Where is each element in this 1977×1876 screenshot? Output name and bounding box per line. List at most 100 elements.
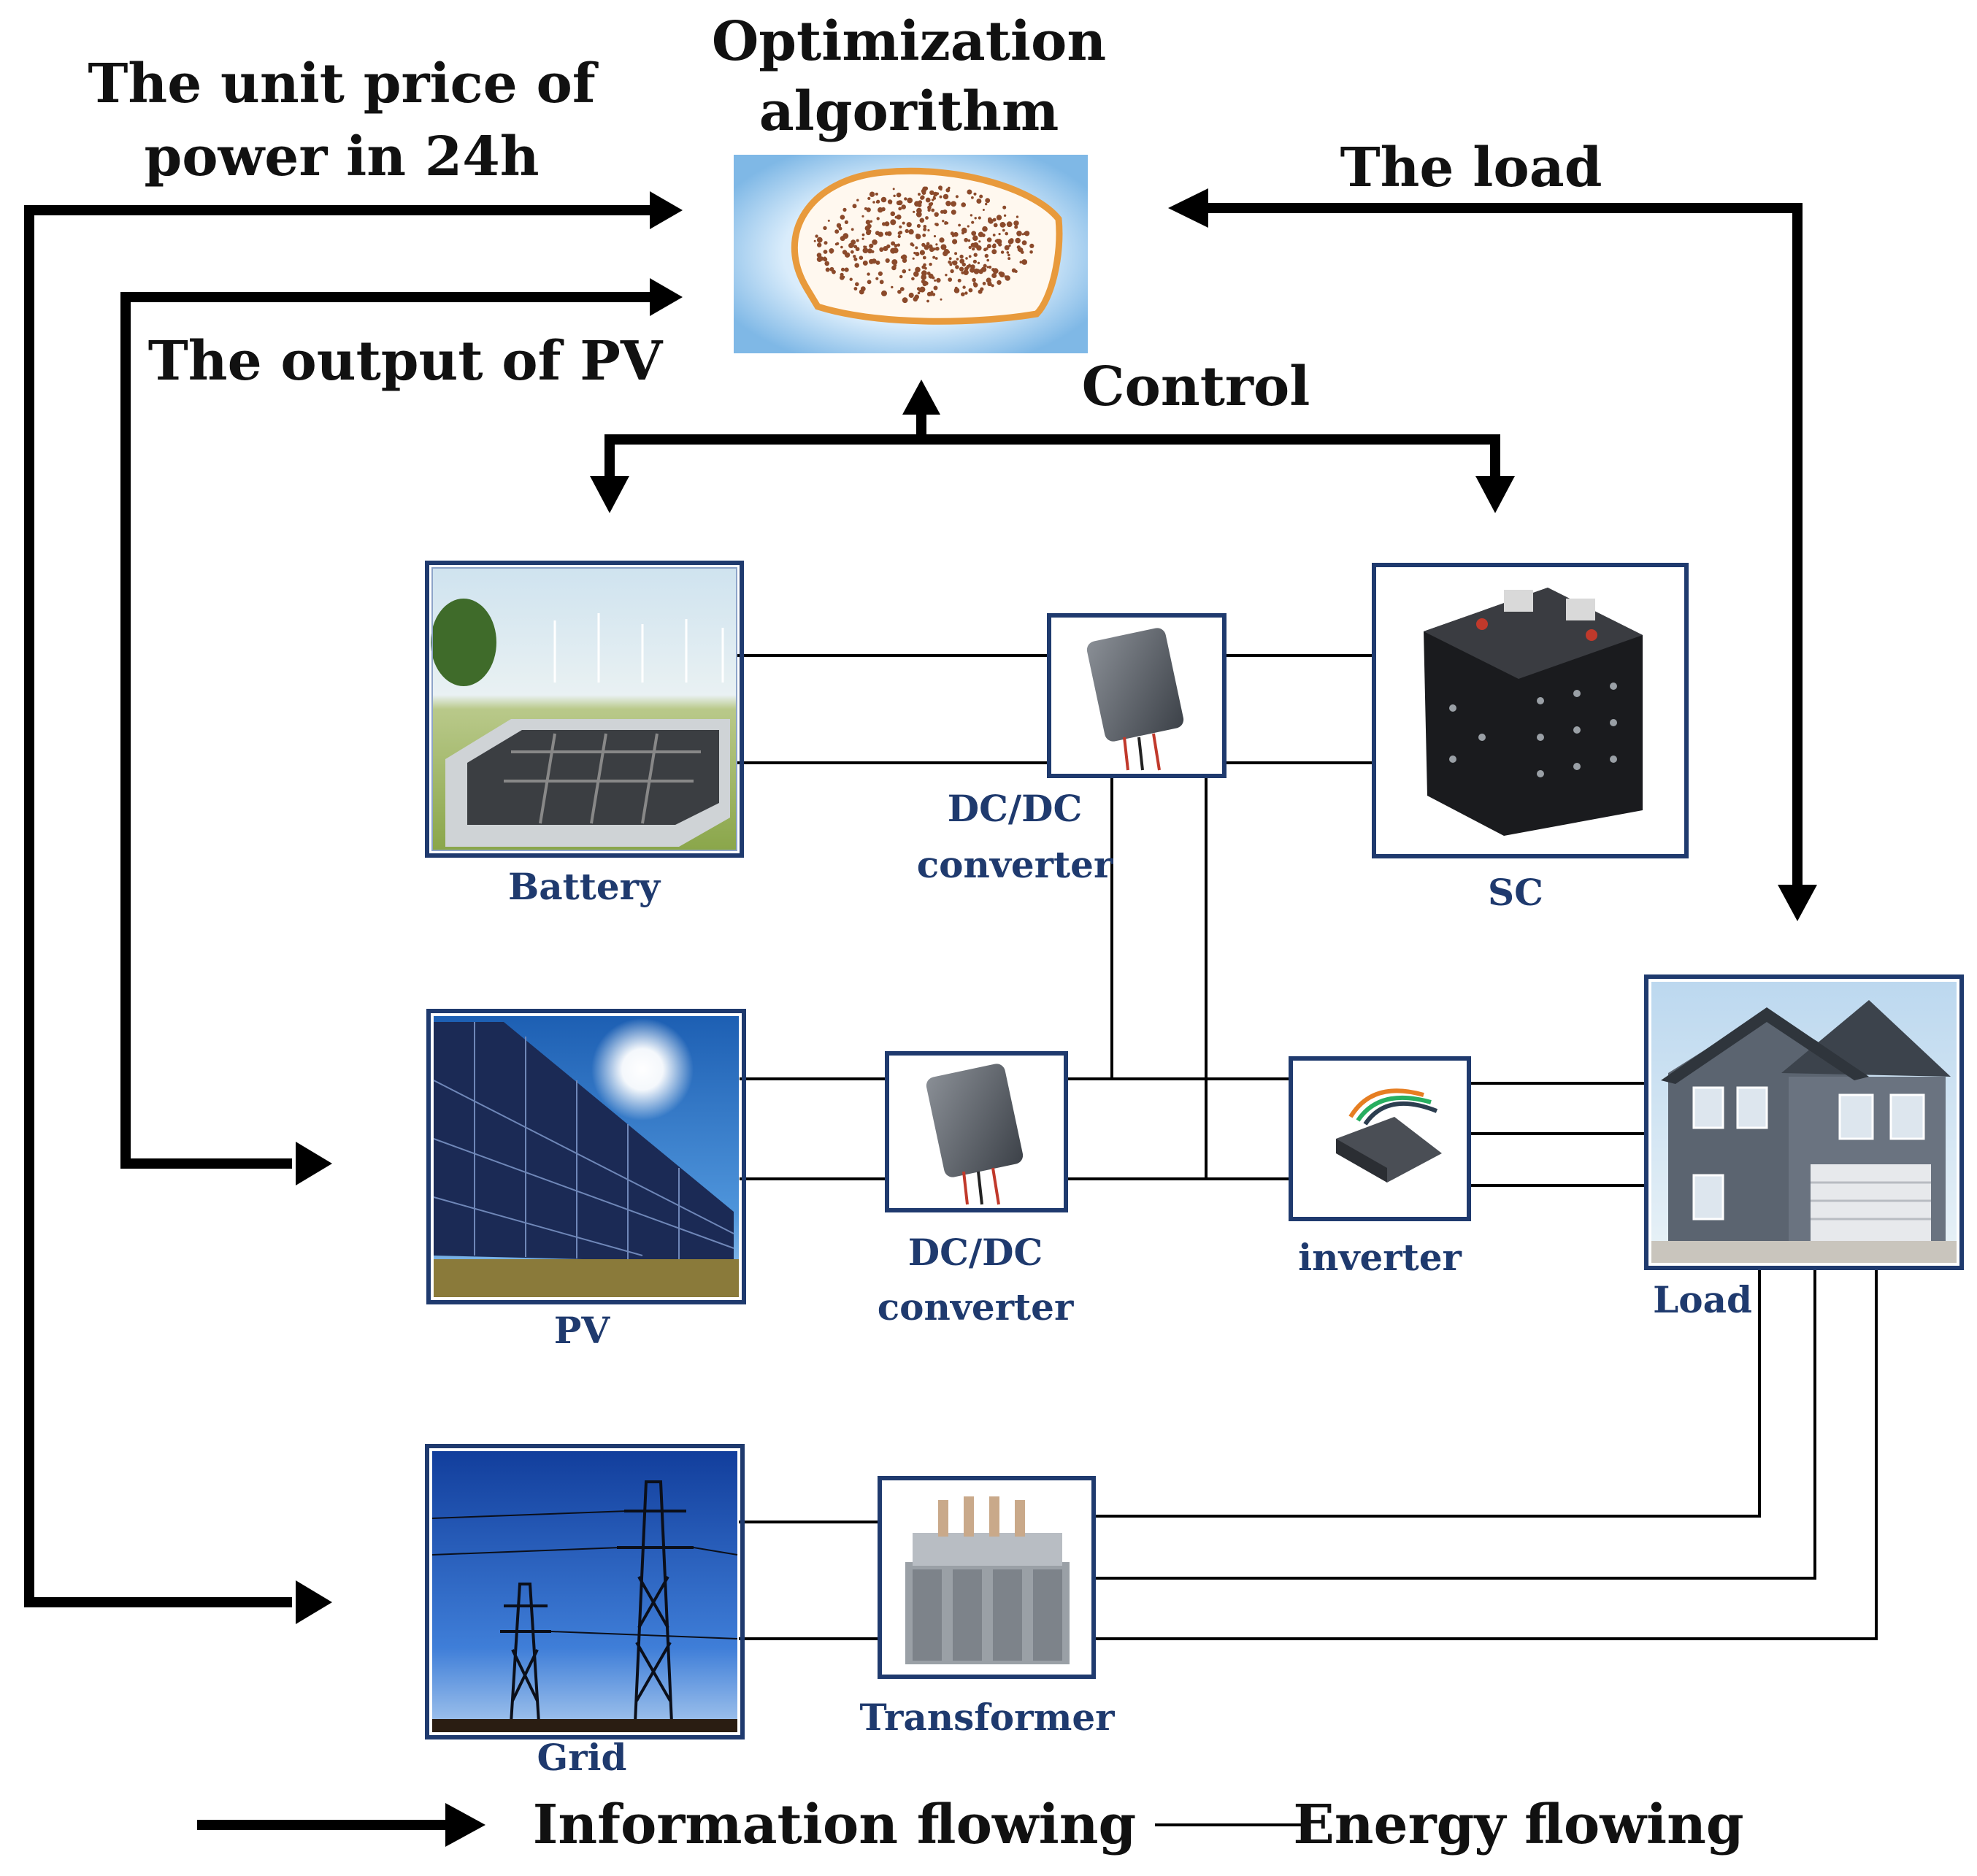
scatter-point [999, 272, 1005, 278]
scatter-point [836, 223, 842, 228]
scatter-point [996, 239, 999, 242]
scatter-point [856, 199, 859, 201]
scatter-point [840, 275, 845, 280]
scatter-point [924, 245, 929, 250]
scatter-point [907, 197, 913, 204]
scatter-point [968, 288, 973, 293]
scatter-point [959, 254, 964, 259]
scatter-point [991, 273, 997, 278]
scatter-point [979, 194, 983, 199]
scatter-point [875, 277, 879, 280]
scatter-point [879, 280, 884, 285]
scatter-point [973, 192, 977, 196]
scatter-point [915, 266, 921, 273]
scatter-point [861, 215, 864, 218]
scatter-point [932, 255, 936, 259]
scatter-point [943, 193, 949, 200]
scatter-point [986, 266, 989, 269]
scatter-point [958, 223, 961, 227]
scatter-point [885, 258, 890, 264]
scatter-point [869, 191, 875, 197]
scatter-point [853, 257, 858, 261]
scatter-point [961, 202, 966, 207]
scatter-point [1016, 231, 1022, 237]
battery-label: Battery [508, 865, 661, 908]
scatter-point [840, 236, 845, 242]
scatter-point [1004, 245, 1010, 250]
scatter-point [976, 199, 982, 204]
scatter-point [992, 243, 997, 247]
scatter-point [963, 269, 969, 276]
scatter-point [875, 260, 880, 265]
scatter-point [902, 258, 907, 264]
scatter-point [936, 277, 941, 283]
scatter-point [949, 263, 953, 266]
scatter-point [934, 257, 938, 260]
scatter-point [962, 285, 966, 289]
scatter-point [1003, 223, 1006, 226]
scatter-point [957, 278, 961, 282]
scatter-point [1015, 237, 1021, 244]
scatter-point [842, 250, 848, 255]
scatter-point [891, 241, 896, 246]
scatter-point [878, 231, 883, 237]
scatter-point [968, 264, 971, 266]
scatter-point [988, 218, 994, 224]
scatter-point [971, 231, 977, 236]
scatter-point [980, 287, 984, 291]
load-label: The load [1340, 137, 1602, 199]
scatter-point [959, 258, 965, 264]
scatter-point [943, 209, 948, 215]
scatter-point [900, 255, 905, 259]
scatter-point [817, 254, 821, 258]
scatter-point [918, 193, 921, 196]
scatter-point [948, 260, 951, 264]
scatter-point [861, 237, 864, 240]
scatter-point [884, 221, 890, 227]
scatter-point [923, 225, 927, 228]
scatter-point [868, 229, 872, 233]
scatter-point [972, 259, 977, 264]
scatter-point [925, 216, 929, 220]
scatter-point [823, 226, 827, 231]
scatter-point [1002, 205, 1007, 209]
scatter-point [929, 262, 932, 266]
pv-frame [426, 1009, 746, 1304]
scatter-point [961, 292, 965, 297]
scatter-point [915, 234, 920, 238]
scatter-point [978, 240, 981, 243]
algorithm-title-line1: Optimization [712, 10, 1106, 73]
control-sc-arrowhead [1475, 476, 1515, 513]
legend: Information flowing Energy flowing [197, 1794, 1744, 1856]
scatter-point [842, 207, 847, 212]
scatter-point [908, 292, 914, 299]
scatter-point [919, 218, 925, 223]
scatter-point [999, 222, 1006, 228]
scatter-point [908, 228, 914, 235]
scatter-point [865, 220, 871, 225]
optimization-scatter-icon [734, 155, 1088, 353]
scatter-point [926, 299, 929, 303]
scatter-point [948, 257, 952, 261]
scatter-point [970, 264, 975, 269]
battery-farm-icon [431, 568, 737, 850]
scatter-point [940, 298, 943, 301]
scatter-point [945, 274, 948, 277]
scatter-point [912, 257, 915, 260]
scatter-point [890, 211, 896, 217]
scatter-point [908, 269, 911, 272]
scatter-point [917, 291, 921, 295]
scatter-point [985, 247, 989, 250]
scatter-point [926, 272, 931, 275]
scatter-point [892, 247, 899, 253]
scatter-point [897, 243, 901, 247]
scatter-point [932, 276, 935, 280]
inverter-frame [1289, 1056, 1471, 1221]
scatter-point [933, 247, 936, 251]
load-frame [1644, 974, 1964, 1270]
scatter-point [863, 245, 866, 248]
scatter-point [964, 291, 968, 295]
scatter-point [935, 246, 940, 251]
grid-frame [425, 1444, 745, 1739]
transformer-frame [878, 1476, 1096, 1679]
